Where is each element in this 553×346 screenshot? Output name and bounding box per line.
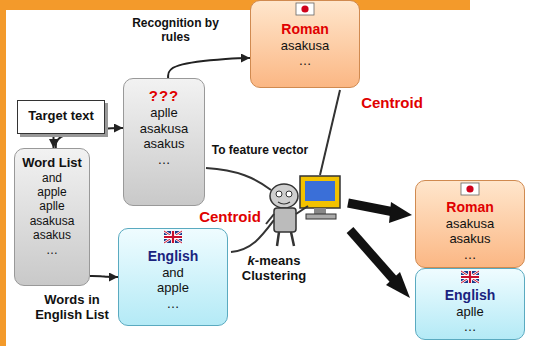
word-item: asakusa xyxy=(259,38,351,54)
word-item: and xyxy=(21,171,83,185)
unknown-box: ???aplleasakusaasakus… xyxy=(123,78,205,206)
feature-label: To feature vector xyxy=(204,144,316,158)
centroid-label: Centroid xyxy=(352,94,432,111)
flow-arrow xyxy=(90,276,118,277)
word-item: … xyxy=(424,319,516,335)
box-heading: Roman xyxy=(424,199,516,216)
output-arrow xyxy=(350,230,410,298)
word-item: … xyxy=(130,152,198,168)
box-heading: Roman xyxy=(259,21,351,38)
word-item: and xyxy=(127,265,219,281)
english-box: Englishandapple… xyxy=(118,228,228,326)
word-item: asakusa xyxy=(424,216,516,232)
box-heading: Word List xyxy=(21,155,83,171)
word-item: apple xyxy=(127,280,219,296)
top-bar xyxy=(0,0,470,10)
word-item: aplle xyxy=(130,105,198,121)
flow-arrow xyxy=(53,134,55,148)
flow-arrow xyxy=(168,58,250,78)
roman-box: Romanasakusa… xyxy=(250,0,360,88)
box-heading: ??? xyxy=(130,87,198,105)
word-list-box: Word Listandappleaplleasakusaasakus… xyxy=(14,148,90,286)
word-item: asakusa xyxy=(130,121,198,137)
word-item: … xyxy=(424,247,516,263)
word-item: … xyxy=(21,243,83,257)
output-arrow xyxy=(348,202,412,223)
word-item: asakus xyxy=(424,231,516,247)
target-box: Target text xyxy=(17,100,105,134)
kmeans-label: k-means Clustering xyxy=(232,254,316,284)
roman-box: Romanasakusaasakus… xyxy=(415,180,525,268)
word-item: asakus xyxy=(21,228,83,242)
word-item: … xyxy=(259,53,351,69)
english-list-label: Words in English List xyxy=(26,293,118,323)
centroid-label: Centroid xyxy=(194,208,266,225)
box-heading: Target text xyxy=(26,108,96,124)
side-strip xyxy=(0,0,6,346)
rule-label: Recognition by rules xyxy=(118,17,233,45)
word-item: aplle xyxy=(21,199,83,213)
word-item: aplle xyxy=(424,304,516,320)
feature-line xyxy=(206,168,271,190)
word-item: apple xyxy=(21,185,83,199)
word-item: asakusa xyxy=(21,214,83,228)
box-heading: English xyxy=(127,248,219,265)
centroid-line xyxy=(320,90,340,175)
word-item: asakus xyxy=(130,136,198,152)
box-heading: English xyxy=(424,287,516,304)
robot-computer xyxy=(266,176,340,246)
english-box: Englishaplle… xyxy=(415,268,525,340)
word-item: … xyxy=(127,296,219,312)
